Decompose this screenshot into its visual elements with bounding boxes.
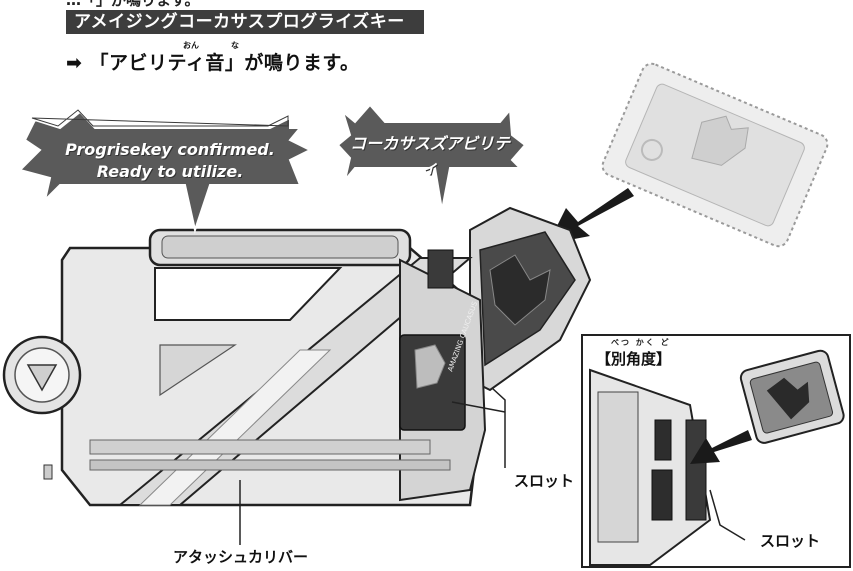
voice-line-1: Progrisekey confirmed. [65, 140, 275, 159]
voice-line-2: Ready to utilize. [96, 162, 244, 181]
attache-calibur-body: AMAZING CAUCASUS [2, 228, 487, 507]
partial-header-text: …「」が鳴ります。 [66, 0, 200, 9]
arrow-icon: ➡ [66, 52, 83, 74]
ability-bubble [336, 103, 527, 211]
ruby-na: な [231, 41, 239, 50]
slot-label-inset: スロット [760, 532, 821, 550]
inset-title-ruby: べつ かく ど [611, 338, 671, 347]
ability-bubble-text: コーカサスズアビリティ [350, 134, 510, 177]
ability-sound-line: ➡ 「アビリティ音」が鳴ります。 [66, 48, 360, 75]
ability-sound-text: 「アビリティ音」が鳴ります。 [89, 52, 360, 74]
slot-label-main: スロット [514, 472, 575, 490]
ruby-on: おん [183, 41, 199, 50]
inset-panel [581, 334, 851, 568]
device-name-label: アタッシュカリバー [173, 548, 309, 566]
inserted-key [469, 206, 592, 392]
ghost-progrisekey [601, 62, 829, 248]
voice-bubble [18, 109, 313, 234]
inset-title: 【別角度】 [596, 350, 672, 368]
section-title: アメイジングコーカサスプログライズキー [66, 10, 424, 34]
leader-lines [239, 387, 506, 545]
